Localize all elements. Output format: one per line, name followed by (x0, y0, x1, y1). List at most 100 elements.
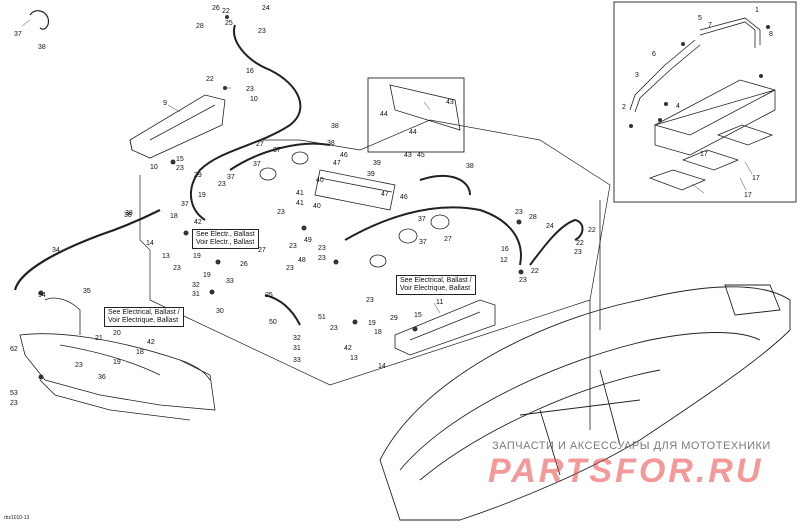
callout: 27 (444, 236, 452, 243)
callout: 25 (265, 292, 273, 299)
screw-mark (516, 219, 522, 225)
callout: 26 (212, 5, 220, 12)
screw-mark (766, 25, 770, 29)
callout: 33 (226, 278, 234, 285)
callout: 23 (318, 245, 326, 252)
callout: 6 (652, 51, 656, 58)
note-line: Voir Electrique, Ballast (400, 285, 471, 292)
leader-line (744, 161, 753, 175)
clamp-ring (369, 254, 387, 268)
callout: 45 (417, 152, 425, 159)
callout: 15 (414, 312, 422, 319)
screw-mark (412, 326, 418, 332)
callout: 18 (374, 329, 382, 336)
callout: 38 (331, 123, 339, 130)
screw-mark (518, 269, 524, 275)
callout: 22 (531, 268, 539, 275)
screw-mark (681, 42, 685, 46)
callout: 51 (318, 314, 326, 321)
callout: 23 (258, 28, 266, 35)
callout: 23 (519, 277, 527, 284)
callout: 23 (218, 181, 226, 188)
callout: 37 (418, 216, 426, 223)
hose-24-right (529, 218, 584, 266)
callout: 23 (246, 86, 254, 93)
screw-mark (352, 319, 358, 325)
callout: 24 (262, 5, 270, 12)
screw-mark (664, 102, 668, 106)
callout: 29 (194, 172, 202, 179)
callout: 4 (676, 103, 680, 110)
hose-27 (229, 142, 331, 171)
note-line: See Electr., Ballast (196, 231, 255, 238)
screw-mark (170, 159, 176, 165)
leader-line (739, 177, 747, 191)
callout: 23 (574, 249, 582, 256)
note-line: See Electrical, Ballast / (108, 309, 180, 316)
callout: 50 (269, 319, 277, 326)
callout: 10 (250, 96, 258, 103)
callout: 15 (176, 156, 184, 163)
screw-mark (629, 124, 633, 128)
storage-tray-9 (129, 94, 226, 159)
callout: 2 (622, 104, 626, 111)
callout: 23 (173, 265, 181, 272)
callout: 18 (170, 213, 178, 220)
callout: 53 (10, 390, 18, 397)
callout: 23 (330, 325, 338, 332)
callout: 22 (206, 76, 214, 83)
callout: 17 (744, 192, 752, 199)
callout: 1 (755, 7, 759, 14)
screw-mark (183, 230, 189, 236)
watermark-tagline: ЗАПЧАСТИ И АКСЕССУАРЫ ДЛЯ МОТОТЕХНИКИ (492, 440, 771, 452)
callout: 28 (196, 23, 204, 30)
clamp-ring (398, 228, 418, 244)
callout: 48 (298, 257, 306, 264)
callout: 10 (150, 164, 158, 171)
callout: 8 (769, 31, 773, 38)
hose-27c (419, 175, 471, 196)
callout: 32 (293, 335, 301, 342)
bungee-38 (29, 10, 50, 30)
screw-mark (333, 259, 339, 265)
callout: 27 (258, 247, 266, 254)
battery-tray (648, 79, 776, 191)
callout: 16 (246, 68, 254, 75)
callout: 13 (162, 253, 170, 260)
callout: 29 (390, 315, 398, 322)
callout: 38 (38, 44, 46, 51)
callout: 42 (344, 345, 352, 352)
callout: 3 (635, 72, 639, 79)
doc-id: rbz1010-13 (4, 515, 30, 521)
callout: 19 (198, 192, 206, 199)
callout: 43 (446, 99, 454, 106)
callout: 11 (436, 299, 443, 306)
bracket-43 (389, 84, 461, 131)
callout: 35 (83, 288, 91, 295)
callout: 19 (113, 359, 121, 366)
callout: 44 (380, 111, 388, 118)
callout: 37 (273, 147, 281, 154)
hose-25 (264, 294, 301, 326)
hose-34 (13, 209, 161, 291)
hull (379, 284, 791, 521)
callout: 31 (192, 291, 200, 298)
hose-27b (344, 206, 522, 266)
callout: 37 (419, 239, 427, 246)
callout: 27 (256, 141, 264, 148)
screw-mark (301, 225, 307, 231)
clamp-ring (291, 151, 309, 165)
note-ballast-left: See Electrical, Ballast / Voir Electriqu… (104, 307, 184, 327)
callout: 30 (216, 308, 224, 315)
callout: 9 (163, 100, 167, 107)
screw-mark (38, 374, 44, 380)
callout: 43 (404, 152, 412, 159)
callout: 36 (98, 374, 106, 381)
callout: 23 (277, 209, 285, 216)
pump-module-left (19, 297, 216, 421)
screw-mark (759, 74, 763, 78)
callout: 46 (340, 152, 348, 159)
leader-line (691, 183, 705, 194)
watermark-brand: PARTSFOR.RU (488, 452, 764, 490)
